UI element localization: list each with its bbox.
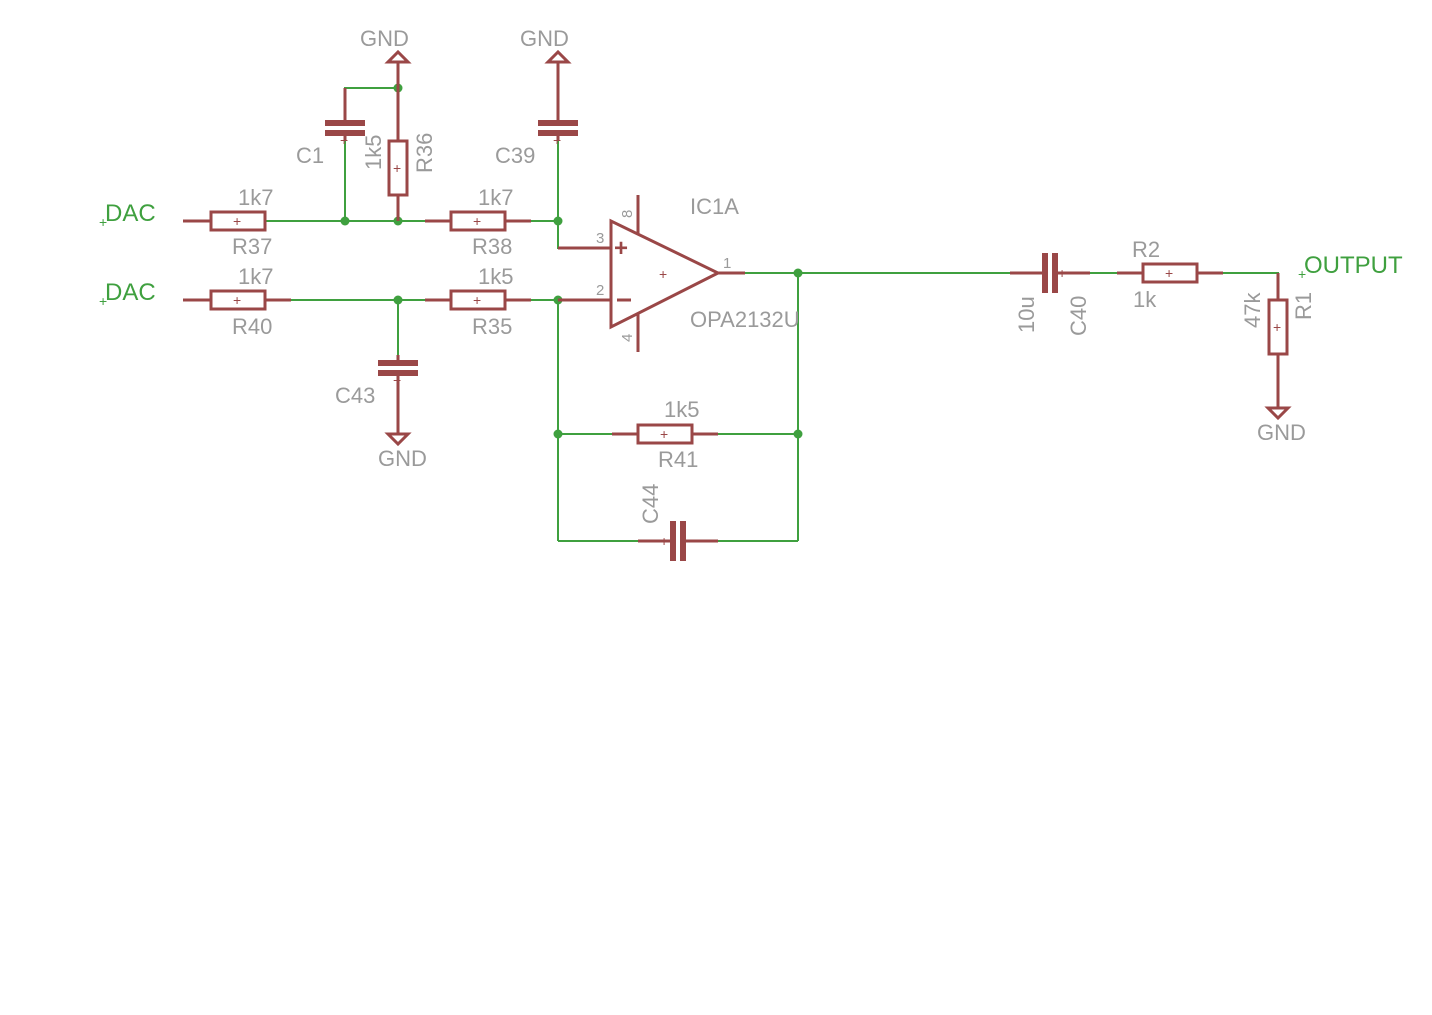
pin-number: 1 — [723, 255, 731, 272]
resistor-name: R1 — [1291, 292, 1316, 320]
ground-symbol-c39: GND — [520, 26, 572, 64]
net-label-output: + OUTPUT — [1298, 252, 1403, 282]
resistor-r2[interactable]: + R2 1k — [1117, 237, 1223, 312]
junction — [553, 429, 563, 439]
resistor-value: 1k7 — [478, 185, 513, 210]
resistor-value: 1k7 — [238, 264, 273, 289]
svg-text:+: + — [1058, 265, 1066, 281]
net-label-text: DAC — [105, 279, 156, 306]
svg-text:+: + — [553, 132, 561, 148]
capacitor-name: C44 — [638, 484, 663, 524]
pin-number: 2 — [596, 282, 604, 299]
resistor-value: 47k — [1240, 292, 1265, 328]
opamp-ic1a[interactable]: + + 8 3 2 4 1 IC1A OPA2132U — [558, 194, 800, 352]
capacitor-c1[interactable]: + C1 — [296, 88, 365, 168]
resistor-r36[interactable]: + 1k5 R36 — [361, 88, 437, 221]
pin-number: 8 — [619, 210, 636, 218]
capacitor-c39[interactable]: + C39 — [495, 62, 578, 168]
junction — [793, 429, 803, 439]
svg-text:+: + — [233, 292, 241, 308]
capacitor-name: C1 — [296, 143, 324, 168]
junction — [553, 216, 563, 226]
capacitor-c44[interactable]: + C44 — [638, 484, 718, 561]
ground-label: GND — [360, 26, 409, 51]
resistor-name: R38 — [472, 234, 512, 259]
capacitor-name: C39 — [495, 143, 535, 168]
svg-text:+: + — [99, 293, 107, 309]
capacitor-c40[interactable]: + 10u C40 — [1010, 253, 1091, 336]
pin-number: 4 — [619, 334, 636, 342]
capacitor-value: 10u — [1014, 296, 1039, 333]
resistor-r1[interactable]: + 47k R1 — [1240, 273, 1316, 408]
ground-symbol-c1: GND — [360, 26, 412, 88]
resistor-value: 1k5 — [478, 264, 513, 289]
resistor-r35[interactable]: + 1k5 R35 — [425, 264, 531, 339]
resistor-r41[interactable]: + 1k5 R41 — [612, 397, 718, 472]
svg-text:+: + — [340, 132, 348, 148]
net-label-dac-bottom: + DAC — [99, 279, 156, 309]
resistor-r38[interactable]: + 1k7 R38 — [425, 185, 531, 259]
resistor-name: R2 — [1132, 237, 1160, 262]
svg-text:+: + — [1273, 319, 1281, 335]
svg-text:+: + — [660, 426, 668, 442]
svg-text:+: + — [99, 214, 107, 230]
resistor-value: 1k5 — [664, 397, 699, 422]
resistor-value: 1k5 — [361, 135, 386, 170]
capacitor-c43[interactable]: + C43 — [335, 355, 418, 434]
resistor-value: 1k — [1133, 287, 1157, 312]
net-label-dac-top: + DAC — [99, 200, 156, 230]
resistor-value: 1k7 — [238, 185, 273, 210]
svg-text:+: + — [1165, 265, 1173, 281]
ic-value: OPA2132U — [690, 307, 800, 332]
svg-text:+: + — [473, 292, 481, 308]
resistor-name: R37 — [232, 234, 272, 259]
ground-symbol-c43: GND — [378, 432, 427, 471]
svg-text:+: + — [393, 372, 401, 388]
net-label-text: OUTPUT — [1304, 252, 1403, 279]
svg-text:+: + — [660, 533, 668, 549]
svg-text:+: + — [473, 213, 481, 229]
junctions — [340, 83, 803, 439]
resistor-name: R41 — [658, 447, 698, 472]
svg-text:+: + — [659, 266, 667, 282]
junction — [393, 295, 403, 305]
ground-label: GND — [378, 446, 427, 471]
resistor-name: R35 — [472, 314, 512, 339]
capacitor-name: C40 — [1066, 296, 1091, 336]
resistor-r40[interactable]: + 1k7 R40 — [183, 264, 291, 339]
junction — [340, 216, 350, 226]
svg-text:+: + — [393, 160, 401, 176]
ground-label: GND — [520, 26, 569, 51]
capacitor-name: C43 — [335, 383, 375, 408]
pin-number: 3 — [596, 230, 604, 247]
svg-text:+: + — [1298, 266, 1306, 282]
resistor-name: R40 — [232, 314, 272, 339]
ic-name: IC1A — [690, 194, 739, 219]
ground-label: GND — [1257, 420, 1306, 445]
junction — [793, 268, 803, 278]
ground-symbol-r1: GND — [1257, 406, 1306, 445]
svg-text:+: + — [614, 235, 628, 262]
svg-text:+: + — [233, 213, 241, 229]
resistor-r37[interactable]: + 1k7 R37 — [183, 185, 273, 259]
resistor-name: R36 — [412, 133, 437, 173]
net-label-text: DAC — [105, 200, 156, 227]
